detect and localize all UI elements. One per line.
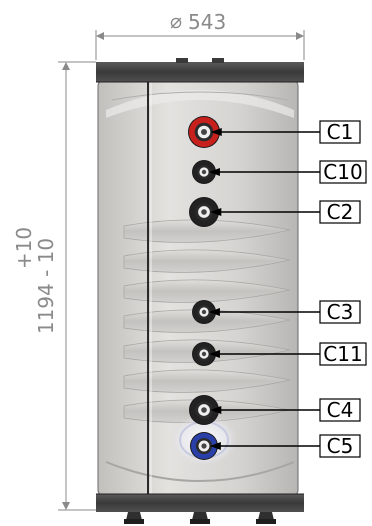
leader-arrowhead <box>210 406 222 414</box>
connection-label: C1 <box>327 120 354 144</box>
connection-c5[interactable]: C5 <box>190 432 361 460</box>
height-tolerance-upper: +10 <box>12 227 36 269</box>
height-number: 1194 <box>34 283 58 334</box>
leader-arrowhead <box>208 350 220 358</box>
tank-inner-wall <box>111 91 289 101</box>
top-cap-fitting <box>176 58 188 63</box>
port-center <box>201 309 207 315</box>
leader-arrowhead <box>208 308 220 316</box>
tank-feet <box>124 512 276 524</box>
diameter-value: 543 <box>188 10 226 34</box>
leader-arrowhead <box>210 208 222 216</box>
label-box <box>319 120 361 144</box>
connection-c1[interactable]: C1 <box>188 116 361 148</box>
foot-base <box>256 519 276 524</box>
coil-turn <box>123 279 291 303</box>
label-box <box>319 200 361 224</box>
label-box <box>319 300 361 324</box>
bottom-cap <box>96 494 304 512</box>
coil-turn <box>123 369 291 393</box>
coil-turn <box>123 219 291 243</box>
foot <box>126 512 142 520</box>
port-center <box>201 351 207 357</box>
foot-base <box>190 519 210 524</box>
label-box <box>319 434 361 458</box>
connection-c11[interactable]: C11 <box>192 342 367 366</box>
connection-label: C3 <box>327 300 354 324</box>
port-center <box>201 443 207 449</box>
connection-c4[interactable]: C4 <box>189 395 361 425</box>
leader-arrowhead <box>210 128 222 136</box>
foot <box>258 512 274 520</box>
top-cap <box>96 62 304 82</box>
connection-label: C2 <box>327 200 354 224</box>
diameter-symbol: ⌀ <box>170 9 182 33</box>
foot <box>192 512 208 520</box>
connection-label: C10 <box>323 160 362 184</box>
label-box <box>319 160 367 184</box>
port-center <box>201 169 207 175</box>
connection-c3[interactable]: C3 <box>192 300 361 324</box>
port-center <box>201 129 207 135</box>
leader-arrowhead <box>209 442 221 450</box>
tank-upper-dome <box>106 90 294 118</box>
height-tolerance-lower: - 10 <box>34 238 58 277</box>
height-value: 1194 - 10 <box>34 238 58 334</box>
label-box <box>319 342 367 366</box>
tank-lower-dome <box>105 461 295 482</box>
top-cap-fitting <box>212 58 224 63</box>
connection-label: C5 <box>327 434 354 458</box>
leader-arrowhead <box>208 168 220 176</box>
port-center <box>201 209 207 215</box>
heat-exchanger-coil <box>123 219 291 423</box>
connection-c10[interactable]: C10 <box>192 160 367 184</box>
port-center <box>201 407 207 413</box>
foot-base <box>124 519 144 524</box>
height-dimension: +10 1194 - 10 <box>12 61 96 511</box>
connection-label: C11 <box>323 342 362 366</box>
connection-label: C4 <box>327 398 354 422</box>
label-box <box>319 398 361 422</box>
width-dimension: ⌀ 543 <box>95 9 305 60</box>
coil-turn <box>123 249 291 273</box>
connection-c2[interactable]: C2 <box>189 197 361 227</box>
